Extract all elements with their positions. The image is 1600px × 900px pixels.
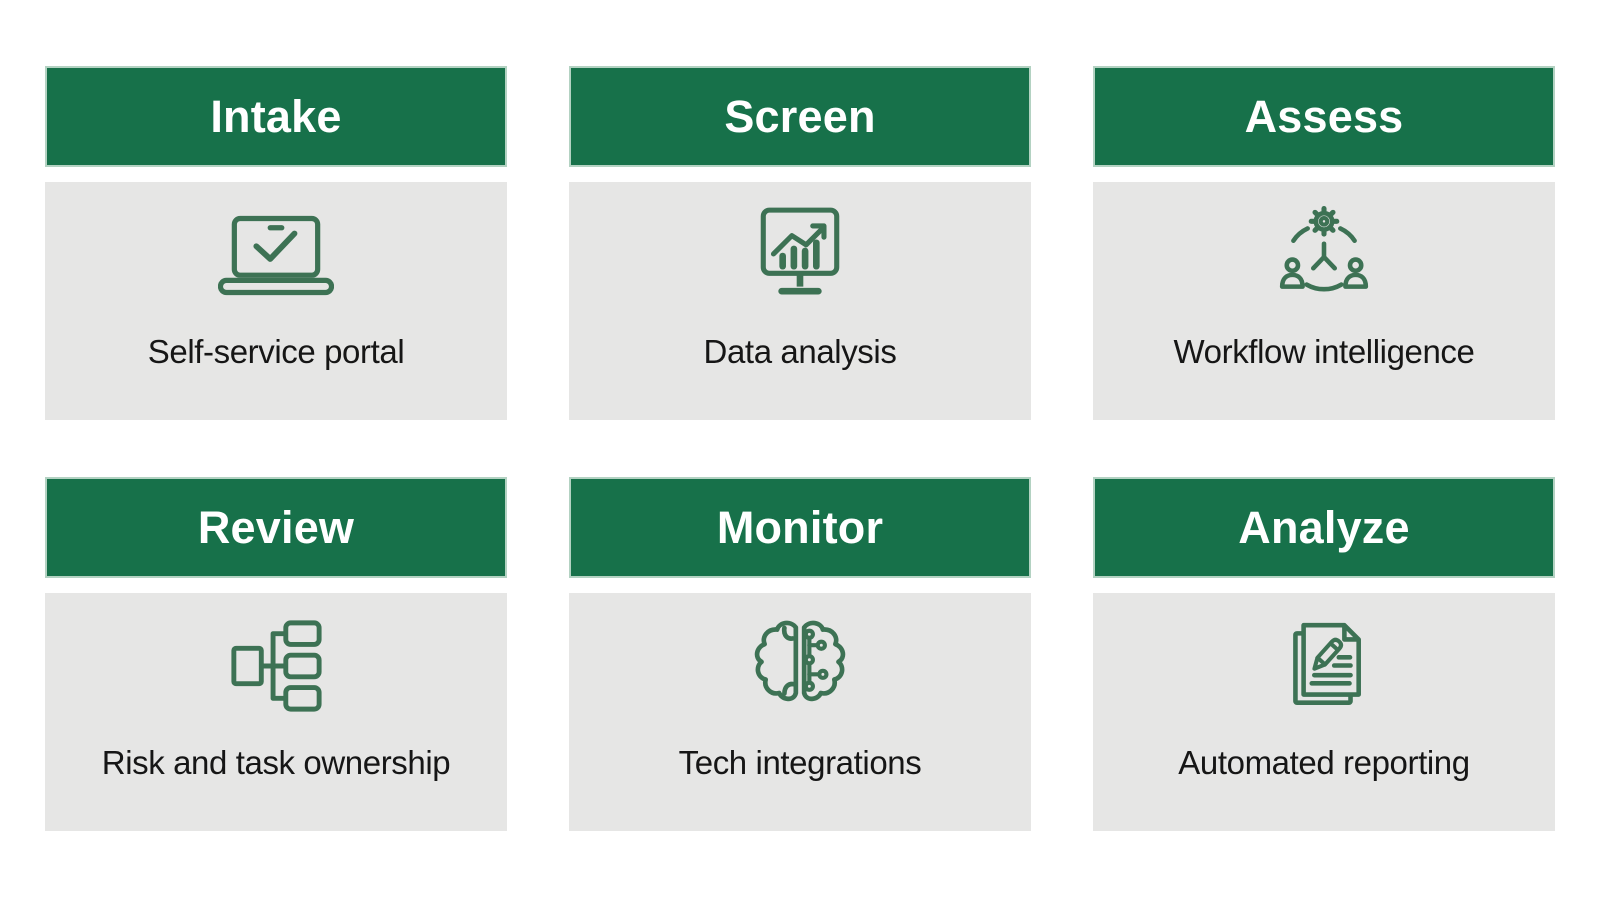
card-monitor: Monitor xyxy=(569,477,1031,831)
card-title: Assess xyxy=(1244,90,1404,142)
card-header: Analyze xyxy=(1093,477,1555,578)
card-header: Screen xyxy=(569,66,1031,167)
card-body: Self-service portal xyxy=(45,182,507,420)
hierarchy-boxes-icon xyxy=(224,613,328,719)
card-title: Analyze xyxy=(1238,501,1410,553)
card-header: Monitor xyxy=(569,477,1031,578)
brain-circuit-icon xyxy=(748,613,852,719)
card-title: Review xyxy=(197,501,355,553)
card-intake: Intake Self-service portal xyxy=(45,66,507,420)
card-label: Risk and task ownership xyxy=(101,744,451,781)
card-label: Workflow intelligence xyxy=(1173,333,1475,370)
card-body: Risk and task ownership xyxy=(45,593,507,831)
card-body: Automated reporting xyxy=(1093,593,1555,831)
card-label: Data analysis xyxy=(703,333,897,370)
card-title: Intake xyxy=(210,90,342,142)
card-header: Assess xyxy=(1093,66,1555,167)
card-analyze: Analyze xyxy=(1093,477,1555,831)
card-header: Intake xyxy=(45,66,507,167)
document-pencil-icon xyxy=(1273,613,1375,719)
card-header: Review xyxy=(45,477,507,578)
card-assess: Assess xyxy=(1093,66,1555,420)
card-body: Data analysis xyxy=(569,182,1031,420)
card-screen: Screen Data analysis xyxy=(569,66,1031,420)
card-body: Workflow intelligence xyxy=(1093,182,1555,420)
card-title: Screen xyxy=(724,90,876,142)
card-label: Tech integrations xyxy=(678,744,922,781)
people-gear-workflow-icon xyxy=(1271,202,1377,308)
laptop-check-icon xyxy=(218,202,334,308)
card-label: Self-service portal xyxy=(147,333,405,370)
card-label: Automated reporting xyxy=(1178,744,1470,781)
card-body: Tech integrations xyxy=(569,593,1031,831)
card-title: Monitor xyxy=(716,501,884,553)
monitor-chart-icon xyxy=(749,202,851,308)
card-review: Review Risk and task ownership xyxy=(45,477,507,831)
